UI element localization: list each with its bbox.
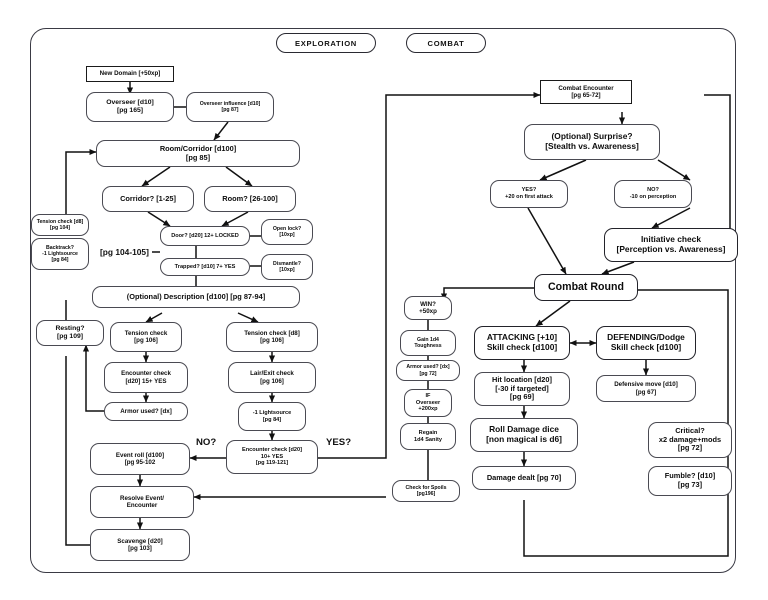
node-corridor[interactable]: Corridor? [1-25] <box>102 186 194 212</box>
node-overseer[interactable]: Overseer [d10] [pg 165] <box>86 92 174 122</box>
node-fumble[interactable]: Fumble? [d10] [pg 73] <box>648 466 732 496</box>
node-lair-exit-check[interactable]: Lair/Exit check [pg 106] <box>228 362 316 393</box>
node-trapped[interactable]: Trapped? [d10] 7+ YES <box>160 258 250 276</box>
node-defending[interactable]: DEFENDING/Dodge Skill check [d100] <box>596 326 696 360</box>
node-encounter-check-10[interactable]: Encounter check [d20] 10+ YES [pg 119-12… <box>226 440 318 474</box>
header-exploration[interactable]: EXPLORATION <box>276 33 376 53</box>
node-lightsource-minus-1[interactable]: -1 Lightsource [pg 84] <box>238 402 306 431</box>
node-check-spoils[interactable]: Check for Spoils [pg196] <box>392 480 460 502</box>
node-combat-round[interactable]: Combat Round <box>534 274 638 301</box>
node-overseer-influence[interactable]: Overseer influence [d10] [pg 87] <box>186 92 274 122</box>
node-win[interactable]: WIN? +50xp <box>404 296 452 320</box>
node-description[interactable]: (Optional) Description [d100] [pg 87-94] <box>92 286 300 308</box>
node-encounter-check-15[interactable]: Encounter check [d20] 15+ YES <box>104 362 188 393</box>
node-attacking[interactable]: ATTACKING [+10] Skill check [d100] <box>474 326 570 360</box>
node-damage-dealt[interactable]: Damage dealt [pg 70] <box>472 466 576 490</box>
node-scavenge[interactable]: Scavenge [d20] [pg 103] <box>90 529 190 561</box>
node-backtrack[interactable]: Backtrack? -1 Lightsource [pg 84] <box>31 238 89 270</box>
node-tension-check-106[interactable]: Tension check [pg 106] <box>110 322 182 352</box>
node-initiative-check[interactable]: Initiative check [Perception vs. Awarene… <box>604 228 738 262</box>
node-tension-check-left[interactable]: Tension check [d8] [pg 104] <box>31 214 89 236</box>
node-surprise-no[interactable]: NO? -10 on perception <box>614 180 692 208</box>
node-room-corridor[interactable]: Room/Corridor [d100] [pg 85] <box>96 140 300 167</box>
node-resolve-event[interactable]: Resolve Event/ Encounter <box>90 486 194 518</box>
node-room[interactable]: Room? [26-100] <box>204 186 296 212</box>
node-defensive-move[interactable]: Defensive move [d10] [pg 67] <box>596 375 696 402</box>
label-yes: YES? <box>326 437 352 448</box>
node-roll-damage[interactable]: Roll Damage dice [non magical is d6] <box>470 418 578 452</box>
node-gain-toughness[interactable]: Gain 1d4 Toughness <box>400 330 456 356</box>
node-dismantle[interactable]: Dismantle? [10xp] <box>261 254 313 280</box>
node-surprise[interactable]: (Optional) Surprise? [Stealth vs. Awaren… <box>524 124 660 160</box>
label-pg-104-105: [pg 104-105] <box>100 247 149 257</box>
node-combat-encounter[interactable]: Combat Encounter [pg 65-72] <box>540 80 632 104</box>
node-event-roll[interactable]: Event roll [d100] [pg 95-102 <box>90 443 190 475</box>
label-no: NO? <box>196 437 217 448</box>
node-armor-used-dx[interactable]: Armor used? [dx] <box>104 402 188 421</box>
node-regain-sanity[interactable]: Regain 1d4 Sanity <box>400 423 456 450</box>
header-combat[interactable]: COMBAT <box>406 33 486 53</box>
node-open-lock[interactable]: Open lock? [10xp] <box>261 219 313 245</box>
diagram-frame <box>30 28 736 573</box>
node-if-overseer[interactable]: IF Overseer +200xp <box>404 389 452 417</box>
node-hit-location[interactable]: Hit location [d20] [-30 if targeted] [pg… <box>474 372 570 406</box>
node-tension-check-d8[interactable]: Tension check [d8] [pg 106] <box>226 322 318 352</box>
node-new-domain[interactable]: New Domain [+50xp] <box>86 66 174 82</box>
node-critical[interactable]: Critical? x2 damage+mods [pg 72] <box>648 422 732 458</box>
node-door[interactable]: Door? [d20] 12+ LOCKED <box>160 226 250 246</box>
node-surprise-yes[interactable]: YES? +20 on first attack <box>490 180 568 208</box>
node-resting[interactable]: Resting? [pg 109] <box>36 320 104 346</box>
node-armor-used-pg72[interactable]: Armor used? [dx] [pg 72] <box>396 360 460 381</box>
